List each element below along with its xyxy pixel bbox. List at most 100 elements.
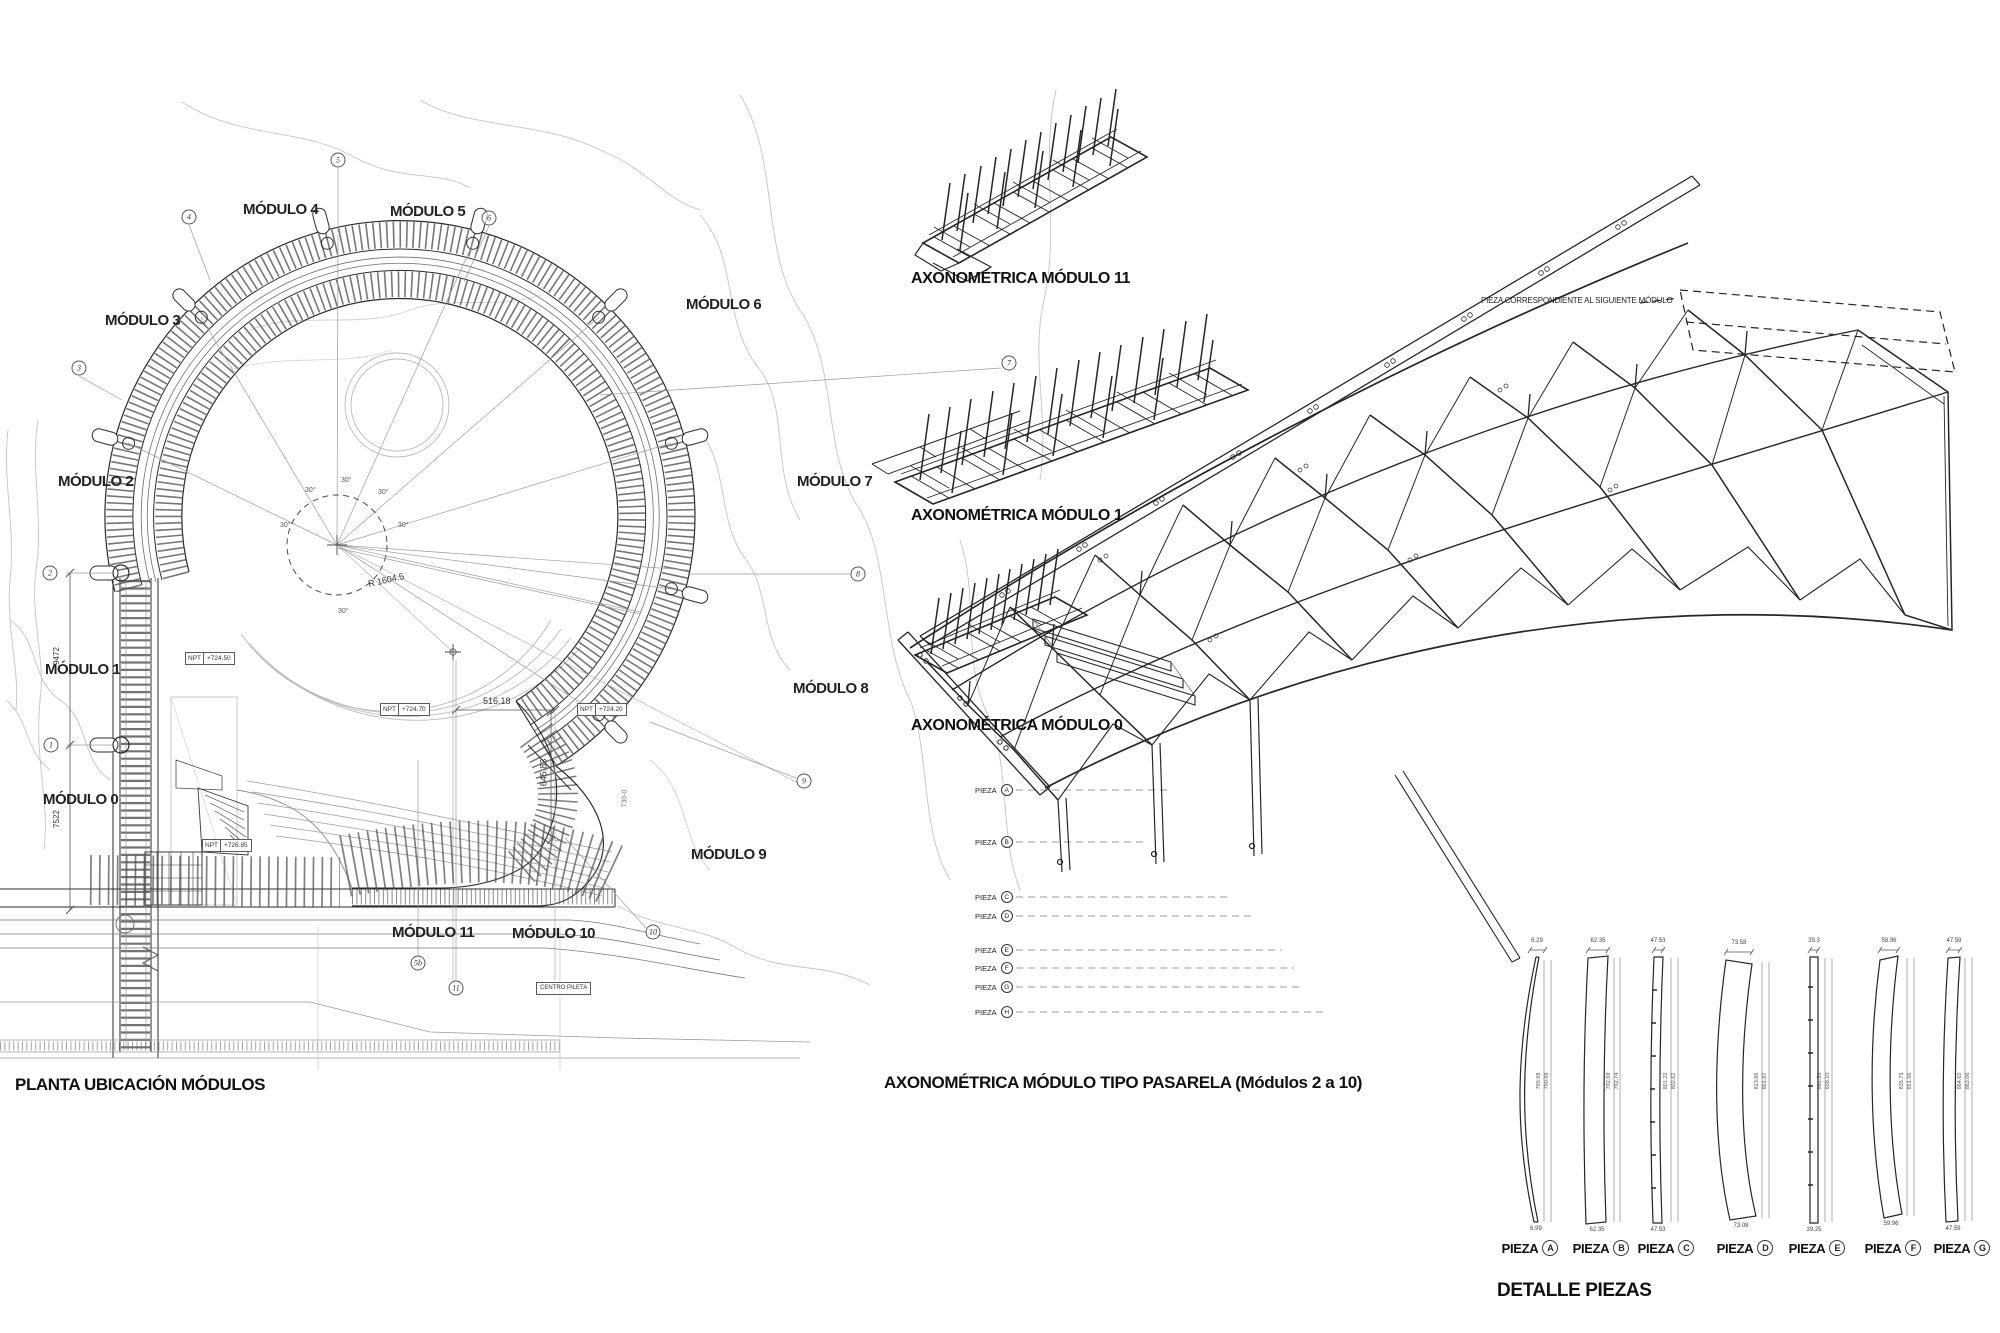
grid-bubble-3: 3 [71,360,87,376]
grid-bubble-8: 8 [850,566,866,582]
npt-tag: NPT [186,653,204,664]
npt-724-20: NPT +724.20 [577,703,627,716]
plan-label-modulo-6: MÓDULO 6 [686,296,762,313]
npt-724-70: NPT +724.70 [380,703,430,716]
outer-plank-hatch [106,221,695,766]
detail-label-d: PIEZA D [1715,1240,1775,1256]
misc-730: 730-0 [621,789,629,808]
detail-letter: D [1757,1240,1774,1256]
detail-botdim-f: 59.96 [1883,1221,1899,1227]
pieza-word: PIEZA [975,1007,997,1017]
detail-word: PIEZA [1788,1240,1826,1256]
centro-pileta-box: CENTRO PILETA [536,982,592,995]
detail-topdim-d: 73.58 [1731,940,1747,946]
grid-bubble-6: 6 [481,210,497,226]
plan-label-modulo-5: MÓDULO 5 [390,203,466,220]
axon-modulo-11 [914,88,1149,282]
plan-joint-markers [91,207,709,744]
plan-label-modulo-0: MÓDULO 0 [43,791,119,808]
pieza-word: PIEZA [975,963,997,973]
detail-topdim-f: 58.96 [1881,938,1897,944]
pieza-word: PIEZA [975,892,997,902]
next-module-note: PIEZA CORRESPONDIENTE AL SIGUIENTE MÓDUL… [1481,296,1673,305]
caption-axo11: AXONOMÉTRICA MÓDULO 11 [911,270,1131,287]
pieza-word: PIEZA [975,945,997,955]
detail-botdim-e: 39.25 [1806,1227,1822,1233]
plan-label-modulo-1: MÓDULO 1 [45,661,121,678]
detail-label-b: PIEZA B [1571,1240,1631,1256]
pieza-row-c: PIEZA C [975,891,1013,903]
detail-topdim-b: 62.35 [1590,938,1606,944]
detail-sidedim: 790.98 [1544,1072,1550,1090]
detail-sidedim: 858.10 [1825,1072,1831,1090]
grid-bubble-11: 11 [448,980,464,996]
detail-sidedim: 801.87 [1762,1072,1768,1090]
pieza-row-e: PIEZA E [975,944,1013,956]
pieza-word: PIEZA [975,785,997,795]
detail-sidedim: 795.98 [1536,1072,1542,1090]
grid-bubble-7: 7 [1001,355,1017,371]
grid-bubble-10: 10 [645,924,661,940]
dim-645: 645.83 [538,758,549,787]
dim-7522: 7522 [51,810,61,828]
detail-letter: A [1542,1240,1559,1256]
grid-bubble-5b: 5b [410,955,426,971]
plan-title: PLANTA UBICACIÓN MÓDULOS [15,1075,266,1094]
detail-sidedim: 864.65 [1957,1072,1963,1090]
detail-sidedim: 861.53 [1817,1072,1823,1090]
deg30-label: 30° [305,487,316,494]
plan-contours [5,89,1057,986]
caption-axo-tipo: AXONOMÉTRICA MÓDULO TIPO PASARELA (Módul… [884,1073,1363,1092]
detail-botdim-d: 73.08 [1733,1223,1749,1229]
detail-word: PIEZA [1572,1240,1610,1256]
detail-word: PIEZA [1637,1240,1675,1256]
grid-bubble-5: 5 [330,152,346,168]
detail-topdim-c: 47.53 [1650,938,1666,944]
pieza-letter: G [1000,981,1013,993]
npt-value: +726.85 [224,842,248,849]
detail-sidedim: 851.56 [1907,1072,1913,1090]
detail-word: PIEZA [1933,1240,1971,1256]
pieza-row-g: PIEZA G [975,981,1013,993]
plan-left-strip [89,564,159,1058]
pieza-row-d: PIEZA D [975,910,1013,922]
grid-bubble-1: 1 [43,737,59,753]
detail-word: PIEZA [1864,1240,1902,1256]
plan-label-modulo-10: MÓDULO 10 [512,925,596,942]
npt-tag: NPT [203,840,221,851]
dim-9472: 9472 [51,647,61,665]
plan-label-modulo-11: MÓDULO 11 [392,924,475,941]
grid-bubble-4: 4 [181,209,197,225]
caption-axo1: AXONOMÉTRICA MÓDULO 1 [911,507,1123,524]
npt-726-85: NPT +726.85 [202,839,252,852]
npt-value: +724.20 [599,706,623,713]
detail-topdim-g: 47.59 [1946,938,1962,944]
detail-sidedim: 835.75 [1899,1072,1905,1090]
pieza-letter: F [1000,962,1013,974]
detail-botdim-a: 6.99 [1530,1226,1542,1232]
pieza-letter: B [1000,836,1013,848]
centro-pileta-label: CENTRO PILETA [540,985,588,991]
pieza-letter: D [1000,910,1013,922]
detail-sidedim: 792.69 [1606,1072,1612,1090]
detail-sidedim: 813.86 [1754,1072,1760,1090]
npt-tag: NPT [381,704,399,715]
plan-stairs-road [0,696,811,1070]
detail-word: PIEZA [1501,1240,1539,1256]
detail-label-f: PIEZA F [1863,1240,1923,1256]
plan-ring-band [0,220,696,908]
detail-label-e: PIEZA E [1787,1240,1847,1256]
deg30-label: 30° [338,608,349,615]
pieza-letter: C [1000,891,1013,903]
pieza-word: PIEZA [975,911,997,921]
plan-label-modulo-9: MÓDULO 9 [691,846,767,863]
detail-sidedim: 801.22 [1663,1072,1669,1090]
npt-value: +724.70 [402,706,426,713]
pieza-word: PIEZA [975,982,997,992]
detail-botdim-g: 47.59 [1945,1226,1961,1232]
plan-pool-arcs [240,352,582,721]
detail-label-g: PIEZA G [1932,1240,1992,1256]
deg30-label: 30° [398,522,409,529]
detail-sidedim: 802.62 [1671,1072,1677,1090]
